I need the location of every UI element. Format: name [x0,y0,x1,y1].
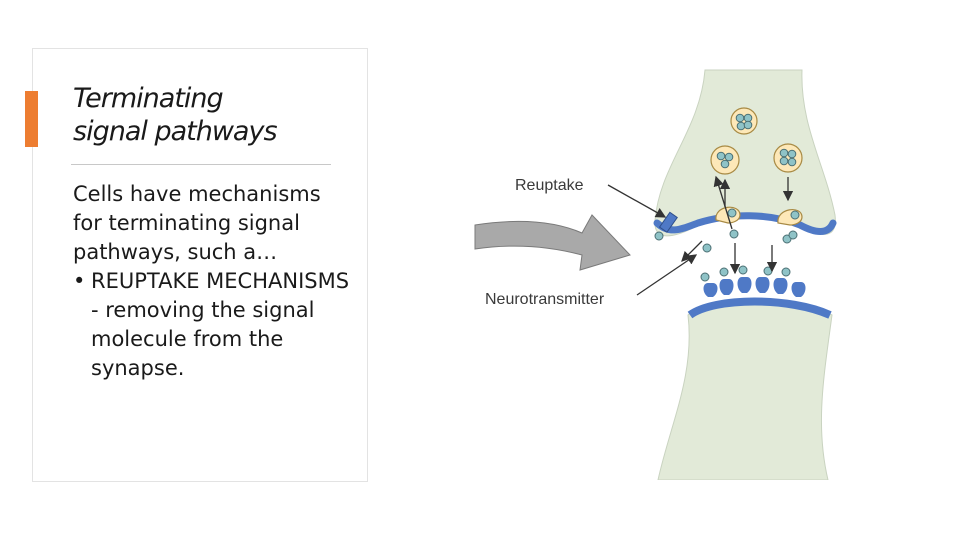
bullet-dot: • [73,269,86,293]
text-panel [32,48,368,482]
intro-text: Cells have mechanisms for terminating si… [73,182,321,264]
bullet-text: REUPTAKE MECHANISMS - removing the signa… [91,269,350,380]
flow-arrows [681,175,794,275]
slide-body: Cells have mechanisms for terminating si… [73,180,353,383]
reuptake-transporter [658,211,678,233]
title-underline [71,164,331,165]
accent-bar [25,91,38,147]
pointer-arrow-icon [474,214,631,271]
bullet-item: • REUPTAKE MECHANISMS - removing the sig… [73,267,353,383]
presynaptic-terminal [654,69,836,237]
presynaptic-membrane [653,212,837,235]
reuptake-label: Reuptake [515,177,584,194]
postsynaptic-terminal [657,298,833,480]
fusing-molecules [727,208,800,220]
slide-title: Terminating signal pathways [73,82,278,148]
neurotransmitter-molecules [654,229,798,282]
neurotransmitter-label: Neurotransmitter [485,291,605,308]
synapse-diagram: Reuptake Neurotransmitter [474,69,837,480]
title-line-2: signal pathways [73,116,278,147]
neurotransmitter-leader [636,254,698,296]
receptors [703,277,806,297]
vesicle-molecules [716,113,797,169]
reuptake-leader [607,184,667,218]
postsynaptic-membrane [687,297,832,319]
title-line-1: Terminating [73,83,224,114]
